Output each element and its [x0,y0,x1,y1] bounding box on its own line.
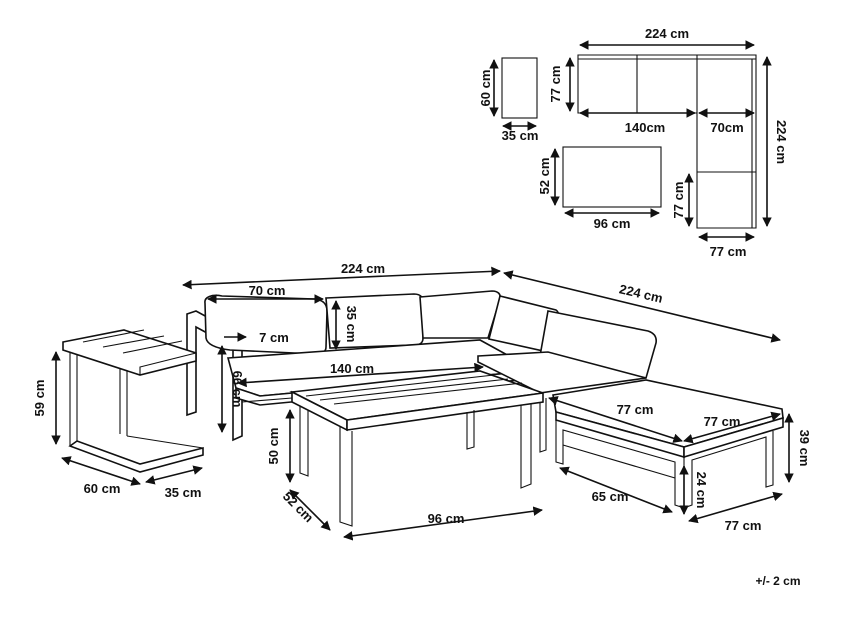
side-table-width-dim [61,456,141,486]
seat-width-label: 140 cm [330,361,374,376]
perspective-view: 224 cm 224 cm 70 cm 35 cm 7 cm 140 cm 66… [32,261,812,541]
side-table-height-label: 59 cm [32,380,47,417]
ottoman-depth-a-dim [548,396,683,443]
sofa-right-leg [539,393,547,453]
backrest-height-label: 35 cm [344,306,359,343]
ottoman-leg-label: 24 cm [694,472,709,509]
plan-coffee-table-width-label: 96 cm [594,216,631,231]
coffee-table [289,370,544,527]
side-table-top [62,329,197,376]
side-table-depth-dim [145,465,203,485]
tolerance-note: +/- 2 cm [755,574,800,588]
plan-chaise-depth-label: 77 cm [671,182,686,219]
ottoman-height-label: 39 cm [797,430,812,467]
plan-coffee-table-depth-label: 52 cm [537,158,552,195]
side-table [62,329,204,473]
sofa-back-cushion-1 [204,294,328,355]
ottoman-depth-b-label: 77 cm [704,414,741,429]
coffee-table-front-face [346,392,544,431]
plan-side-table [501,57,538,119]
plan-view: 60 cm 35 cm 224 cm 77 cm 140cm 70cm 224 … [478,26,789,259]
sofa-height-label: 66 cm [230,371,245,408]
side-table-width-label: 60 cm [84,481,121,496]
sofa-back-cushion-3 [419,290,501,339]
table-width-label: 96 cm [428,511,465,526]
plan-side-table-height-label: 60 cm [478,70,493,107]
sofa-length-label: 224 cm [341,261,385,276]
plan-sofa-outline [577,54,757,229]
armrest-width-label: 70 cm [249,283,286,298]
sofa-side-length-dim [503,270,781,343]
ottoman-front-label: 65 cm [592,489,629,504]
plan-sofa-length-label: 224 cm [645,26,689,41]
ottoman-front-dim [559,466,673,514]
plan-sofa-seat-label: 140cm [625,120,665,135]
ottoman-depth-b-dim [683,411,781,444]
sofa-back-cushion-2 [325,293,425,349]
table-height-label: 50 cm [266,428,281,465]
table-depth-dim [289,489,331,531]
plan-coffee-table [562,146,662,208]
plan-sofa-corner-label: 70cm [710,120,743,135]
ottoman [552,379,784,509]
side-table-depth-label: 35 cm [165,485,202,500]
sofa-length-dim [182,266,501,290]
ottoman-width-label: 77 cm [725,518,762,533]
plan-sofa-depth-label: 77 cm [548,66,563,103]
side-table-base-rail [126,435,204,449]
sofa-base-rail [241,397,293,403]
perspective-dimensions: 224 cm 224 cm 70 cm 35 cm 7 cm 140 cm 66… [32,261,812,541]
plan-sofa-side-length-label: 224 cm [774,120,789,164]
plan-chaise-width-label: 77 cm [710,244,747,259]
ottoman-depth-a-label: 77 cm [617,402,654,417]
table-depth-label: 52 cm [280,488,317,525]
side-table-slats [82,329,197,375]
armrest-thickness-label: 7 cm [259,330,289,345]
seat-width-dim [237,362,484,388]
table-width-dim [343,506,543,541]
plan-side-table-width-label: 35 cm [502,128,539,143]
ottoman-width-dim [688,491,783,524]
